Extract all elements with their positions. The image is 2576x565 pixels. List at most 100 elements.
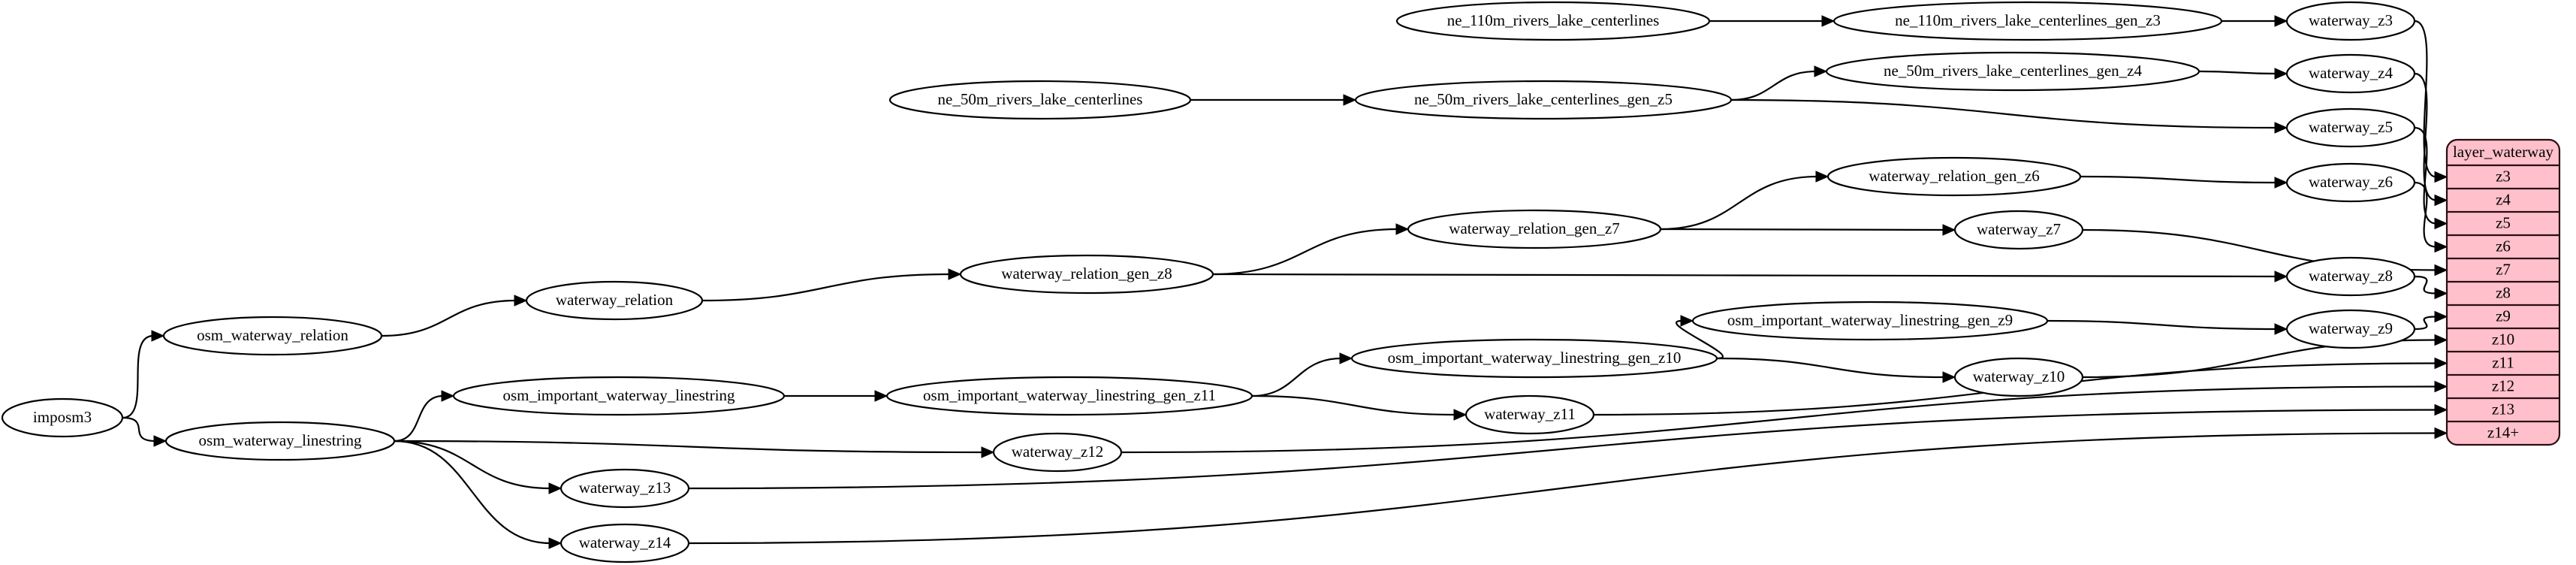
node-waterway_z10[interactable]: waterway_z10 [1953, 357, 2084, 397]
node-label: waterway_relation [556, 291, 674, 309]
edge-osm_waterway_relation-to-waterway_relation [381, 299, 517, 337]
node-shape [1691, 301, 2049, 341]
edge-osm_important_waterway_linestring_gen_z10-to-osm_important_waterway_linestring_gen_z9 [1675, 319, 1724, 360]
node-osm_waterway_linestring[interactable]: osm_waterway_linestring [164, 421, 396, 461]
node-shape [2285, 53, 2416, 94]
node-shape [2285, 1, 2416, 41]
node-waterway_z3[interactable]: waterway_z3 [2285, 1, 2416, 41]
node-imposm3[interactable]: imposm3 [1, 397, 124, 438]
arrowhead-icon [153, 435, 167, 447]
node-shape [164, 421, 396, 461]
table-row-z3[interactable]: z3 [2496, 167, 2511, 185]
layer-waterway-table: layer_waterway z3 z4 z5 z6 z7 z8 z9 z10 z11 z12 z13… [2445, 138, 2561, 446]
arrowhead-icon [1339, 352, 1353, 364]
node-ne_110m_rivers_lake_centerlines[interactable]: ne_110m_rivers_lake_centerlines [1395, 1, 1711, 41]
edge-osm_important_waterway_linestring_gen_z10-to-waterway_z10 [1716, 357, 1945, 379]
node-label: waterway_z14 [579, 533, 671, 551]
node-waterway_relation[interactable]: waterway_relation [525, 280, 704, 321]
edge-osm_waterway_linestring-to-waterway_z13 [394, 440, 551, 490]
arrowhead-icon [2274, 68, 2288, 80]
node-waterway_z7[interactable]: waterway_z7 [1953, 210, 2084, 250]
node-ne_110m_rivers_lake_centerlines_gen_z3[interactable]: ne_110m_rivers_lake_centerlines_gen_z3 [1832, 1, 2223, 41]
node-waterway_z12[interactable]: waterway_z12 [992, 432, 1123, 473]
table-row-z5[interactable]: z5 [2496, 213, 2511, 231]
node-ne_50m_rivers_lake_centerlines_gen_z4[interactable]: ne_50m_rivers_lake_centerlines_gen_z4 [1825, 51, 2200, 92]
node-waterway_z4[interactable]: waterway_z4 [2285, 53, 2416, 94]
node-waterway_z5[interactable]: waterway_z5 [2285, 107, 2416, 148]
arrowhead-icon [874, 390, 888, 402]
node-waterway_z8[interactable]: waterway_z8 [2285, 256, 2416, 297]
arrowhead-icon [948, 268, 962, 280]
node-label: ne_110m_rivers_lake_centerlines [1447, 11, 1660, 29]
arrowhead-icon [1395, 223, 1410, 235]
edge-waterway_z13-to-layer_waterway.z13 [688, 409, 2437, 490]
node-shape [560, 468, 690, 509]
node-shape [452, 376, 786, 416]
node-shape [560, 523, 690, 563]
edge-waterway_z14-to-layer_waterway.z14+ [688, 432, 2437, 545]
arrowhead-icon [2434, 287, 2448, 300]
table-row-z14+[interactable]: z14+ [2487, 423, 2519, 441]
arrowhead-icon [2434, 264, 2448, 276]
table-row-z11[interactable]: z11 [2492, 353, 2514, 371]
edge-imposm3-to-osm_waterway_relation [122, 334, 154, 419]
arrowhead-icon [2434, 310, 2448, 323]
edge-waterway_z12-to-layer_waterway.z12 [1121, 385, 2437, 454]
node-ne_50m_rivers_lake_centerlines_gen_z5[interactable]: ne_50m_rivers_lake_centerlines_gen_z5 [1354, 80, 1733, 120]
node-label: waterway_relation_gen_z8 [1001, 264, 1172, 282]
node-waterway_relation_gen_z7[interactable]: waterway_relation_gen_z7 [1407, 209, 1662, 249]
arrowhead-icon [1942, 371, 1956, 383]
node-label: osm_important_waterway_linestring_gen_z1… [1388, 349, 1682, 367]
node-ne_50m_rivers_lake_centerlines[interactable]: ne_50m_rivers_lake_centerlines [888, 80, 1192, 120]
node-osm_waterway_relation[interactable]: osm_waterway_relation [162, 316, 383, 356]
edge-waterway_z8-to-layer_waterway.z8 [2414, 275, 2437, 295]
node-osm_important_waterway_linestring_gen_z10[interactable]: osm_important_waterway_linestring_gen_z1… [1350, 338, 1718, 379]
node-waterway_z14[interactable]: waterway_z14 [560, 523, 690, 563]
arrowhead-icon [548, 537, 563, 549]
arrowhead-icon [1680, 315, 1694, 327]
node-label: waterway_z9 [2309, 319, 2393, 337]
table-row-z6[interactable]: z6 [2496, 237, 2511, 255]
node-shape [1832, 1, 2223, 41]
node-shape [885, 376, 1253, 416]
table-row-z13[interactable]: z13 [2492, 400, 2514, 418]
node-waterway_relation_gen_z8[interactable]: waterway_relation_gen_z8 [959, 254, 1214, 295]
node-label: osm_waterway_relation [197, 326, 348, 344]
node-shape [1953, 357, 2084, 397]
table-title: layer_waterway [2453, 143, 2554, 161]
table-row-z8[interactable]: z8 [2496, 283, 2511, 301]
edge-waterway_relation_gen_z8-to-waterway_relation_gen_z7 [1212, 228, 1398, 276]
edge-imposm3-to-osm_waterway_linestring [122, 416, 156, 443]
arrowhead-icon [1453, 409, 1467, 421]
node-waterway_z9[interactable]: waterway_z9 [2285, 309, 2416, 349]
arrowhead-icon [2274, 177, 2288, 189]
node-waterway_z11[interactable]: waterway_z11 [1464, 394, 1595, 435]
edge-waterway_relation_gen_z8-to-waterway_z8 [1212, 273, 2277, 278]
node-osm_important_waterway_linestring[interactable]: osm_important_waterway_linestring [452, 376, 786, 416]
table-row-z7[interactable]: z7 [2496, 260, 2511, 278]
table-row-z4[interactable]: z4 [2496, 190, 2511, 208]
node-label: ne_50m_rivers_lake_centerlines_gen_z4 [1884, 62, 2143, 80]
node-osm_important_waterway_linestring_gen_z11[interactable]: osm_important_waterway_linestring_gen_z1… [885, 376, 1253, 416]
arrowhead-icon [1821, 15, 1835, 27]
table-row-z10[interactable]: z10 [2492, 330, 2514, 348]
arrowhead-icon [2434, 403, 2448, 416]
node-waterway_relation_gen_z6[interactable]: waterway_relation_gen_z6 [1826, 156, 2082, 197]
arrowhead-icon [441, 390, 455, 402]
node-label: waterway_z13 [579, 479, 671, 497]
arrowhead-icon [2434, 194, 2448, 207]
node-label: osm_important_waterway_linestring [502, 386, 735, 404]
node-label: waterway_relation_gen_z6 [1869, 167, 2039, 185]
node-label: waterway_z8 [2309, 267, 2393, 285]
node-shape [2285, 107, 2416, 148]
node-waterway_z13[interactable]: waterway_z13 [560, 468, 690, 509]
arrowhead-icon [2274, 270, 2288, 282]
node-label: waterway_z6 [2309, 173, 2393, 191]
node-waterway_z6[interactable]: waterway_z6 [2285, 162, 2416, 203]
table-row-z12[interactable]: z12 [2492, 376, 2514, 394]
node-label: waterway_z10 [1973, 367, 2065, 385]
table-row-z9[interactable]: z9 [2496, 307, 2511, 325]
node-osm_important_waterway_linestring_gen_z9[interactable]: osm_important_waterway_linestring_gen_z9 [1691, 301, 2049, 341]
